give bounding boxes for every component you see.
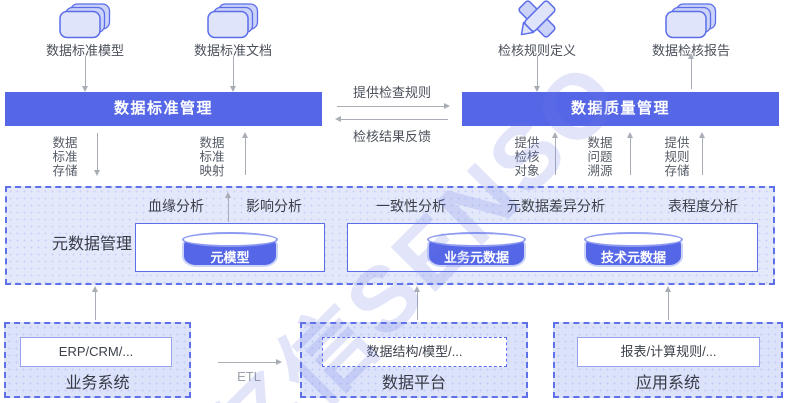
system-detail: 报表/计算规则/... bbox=[577, 337, 760, 367]
flow-line: 检核 bbox=[514, 150, 540, 164]
metadata-stores-box bbox=[347, 223, 758, 272]
system-detail: 数据结构/模型/... bbox=[322, 337, 507, 367]
etl-arrow-right bbox=[218, 359, 282, 365]
arrow-right bbox=[337, 103, 450, 109]
top-node-label: 检核规则定义 bbox=[497, 43, 576, 58]
flow-label: 数据 问题 溯源 bbox=[578, 136, 622, 178]
data-quality-management-bar: 数据质量管理 bbox=[462, 92, 779, 126]
arrow-left bbox=[335, 116, 448, 122]
pencil-ruler-icon bbox=[511, 0, 563, 40]
data-standard-management-bar: 数据标准管理 bbox=[5, 92, 322, 126]
arrow-down bbox=[230, 56, 236, 92]
flow-line: 数据 bbox=[587, 136, 613, 150]
database-cylinder: 技术元数据 bbox=[584, 232, 683, 267]
arrow-up bbox=[627, 132, 633, 175]
arrow-up bbox=[225, 192, 231, 222]
top-node-label: 数据标准文档 bbox=[193, 43, 272, 58]
flow-line: 提供 bbox=[664, 136, 690, 150]
arrow-up bbox=[688, 53, 694, 89]
flow-label: 提供 检核 对象 bbox=[505, 136, 549, 178]
analysis-label: 血缘分析 bbox=[148, 198, 204, 214]
cylinder-label: 技术元数据 bbox=[600, 250, 666, 265]
flow-line: 数据 bbox=[52, 136, 78, 150]
flow-line: 存储 bbox=[52, 164, 78, 178]
etl-label: ETL bbox=[237, 369, 261, 384]
cylinder-label: 业务元数据 bbox=[443, 250, 509, 265]
analysis-label: 影响分析 bbox=[246, 198, 302, 214]
flow-line: 问题 bbox=[587, 150, 613, 164]
stacked-cards-icon bbox=[59, 3, 111, 41]
database-cylinder: 元模型 bbox=[182, 232, 278, 267]
arrow-up bbox=[665, 286, 671, 320]
analysis-label: 表程度分析 bbox=[668, 198, 738, 214]
flow-line: 标准 bbox=[52, 150, 78, 164]
system-label: 业务系统 bbox=[65, 375, 130, 392]
metadata-panel-title: 元数据管理 bbox=[52, 236, 133, 253]
flow-line: 溯源 bbox=[587, 164, 613, 178]
flow-line: 存储 bbox=[664, 164, 690, 178]
exchange-backward-label: 检核结果反馈 bbox=[352, 129, 431, 144]
arrow-up bbox=[242, 132, 248, 175]
flow-line: 映射 bbox=[199, 164, 225, 178]
system-label: 应用系统 bbox=[635, 375, 700, 392]
arrow-up bbox=[552, 132, 558, 175]
top-node-label: 数据标准模型 bbox=[45, 43, 124, 58]
stacked-cards-icon bbox=[665, 3, 717, 41]
top-node-label: 数据检核报告 bbox=[631, 40, 751, 59]
analysis-label: 一致性分析 bbox=[376, 198, 446, 214]
flow-label: 提供 规则 存储 bbox=[655, 136, 699, 178]
flow-line: 标准 bbox=[199, 150, 225, 164]
arrow-down bbox=[534, 56, 540, 92]
system-detail: ERP/CRM/... bbox=[20, 337, 172, 367]
exchange-forward-label: 提供检查规则 bbox=[352, 85, 431, 100]
stacked-cards-icon bbox=[207, 3, 259, 41]
database-cylinder: 业务元数据 bbox=[427, 232, 526, 267]
arrow-up bbox=[414, 286, 420, 320]
cylinder-top bbox=[182, 232, 278, 247]
flow-line: 规则 bbox=[664, 150, 690, 164]
flow-line: 对象 bbox=[514, 164, 540, 178]
analysis-label: 元数据差异分析 bbox=[507, 198, 605, 214]
cylinder-top bbox=[427, 232, 526, 247]
arrow-down bbox=[94, 133, 100, 176]
flow-label: 数据 标准 映射 bbox=[190, 136, 234, 178]
arrow-down bbox=[82, 56, 88, 92]
cylinder-top bbox=[584, 232, 683, 247]
cylinder-label: 元模型 bbox=[210, 250, 250, 265]
arrow-up bbox=[699, 132, 705, 175]
flow-label: 数据 标准 存储 bbox=[43, 136, 87, 178]
flow-line: 提供 bbox=[514, 136, 540, 150]
system-label: 数据平台 bbox=[381, 375, 446, 392]
flow-line: 数据 bbox=[199, 136, 225, 150]
arrow-up bbox=[92, 286, 98, 320]
